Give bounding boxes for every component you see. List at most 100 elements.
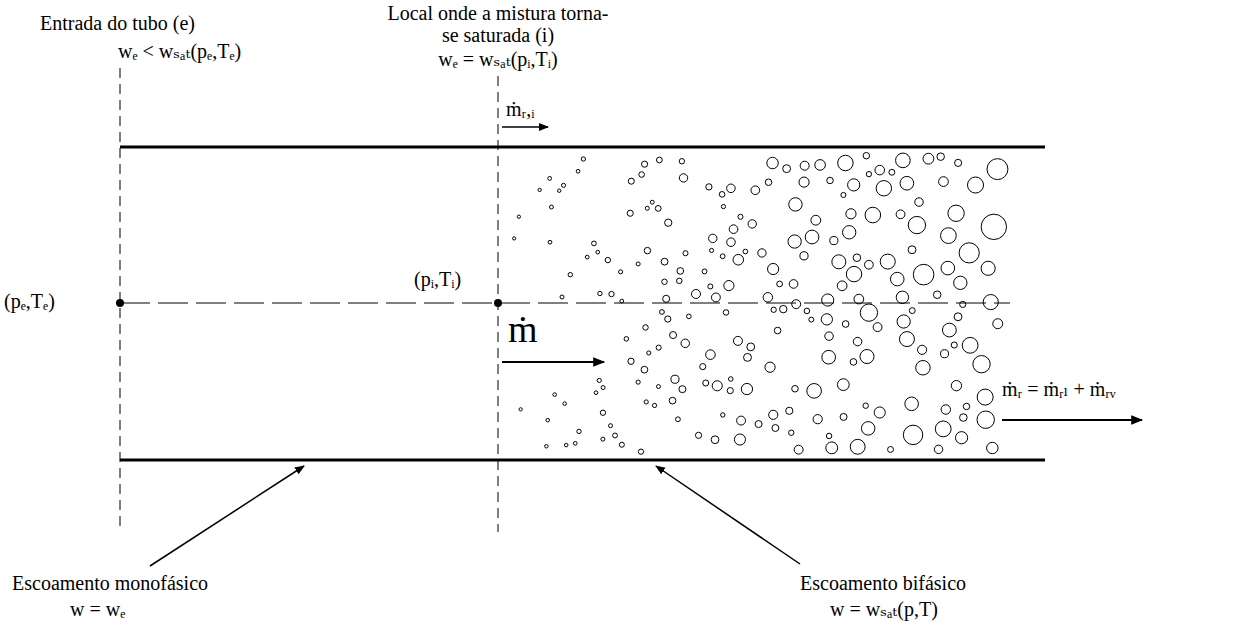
bubble bbox=[771, 307, 776, 312]
bubble bbox=[763, 293, 772, 302]
bubble bbox=[729, 225, 738, 234]
bubble bbox=[765, 362, 775, 372]
bubble bbox=[843, 226, 856, 239]
bubble bbox=[628, 178, 634, 184]
bubble bbox=[772, 425, 779, 432]
bubble bbox=[619, 442, 624, 447]
bubble bbox=[596, 250, 600, 254]
bubble bbox=[679, 159, 684, 164]
bubble bbox=[613, 433, 618, 438]
label: w = wₑ bbox=[70, 598, 125, 620]
bubble bbox=[691, 289, 700, 298]
bubble bbox=[826, 433, 831, 438]
bubble bbox=[841, 192, 846, 197]
bubble bbox=[854, 294, 864, 304]
pipe-wall bbox=[120, 459, 1045, 462]
bubble bbox=[850, 439, 865, 454]
bubble bbox=[720, 254, 725, 259]
bubble bbox=[786, 407, 793, 414]
bubble bbox=[900, 176, 914, 190]
bubble bbox=[558, 189, 561, 192]
bubble bbox=[811, 215, 821, 225]
bubble bbox=[643, 325, 648, 330]
bubble bbox=[853, 337, 862, 346]
bubble bbox=[788, 235, 801, 248]
bubble bbox=[789, 280, 798, 289]
bubble bbox=[825, 332, 834, 341]
bubble bbox=[783, 165, 791, 173]
bubble bbox=[804, 308, 810, 314]
bubble bbox=[983, 295, 998, 310]
bubble bbox=[822, 294, 834, 306]
bubble bbox=[935, 421, 951, 437]
bubble bbox=[908, 246, 916, 254]
label: (pᵢ,Tᵢ) bbox=[414, 268, 461, 290]
bubble bbox=[677, 268, 684, 275]
bubble bbox=[800, 161, 809, 170]
bubble bbox=[769, 410, 778, 419]
bubble bbox=[703, 380, 709, 386]
bubble bbox=[719, 192, 725, 198]
bubble bbox=[636, 262, 640, 266]
bubble bbox=[955, 159, 962, 166]
bubble bbox=[641, 366, 648, 373]
bubble bbox=[842, 321, 849, 328]
bubble bbox=[768, 263, 779, 274]
pipe-wall bbox=[120, 146, 1045, 149]
bubble bbox=[789, 430, 794, 435]
bubble bbox=[822, 350, 836, 364]
bubble bbox=[837, 281, 847, 291]
bubble bbox=[838, 155, 853, 170]
bubble bbox=[937, 153, 945, 161]
bubble bbox=[830, 236, 838, 244]
bubble bbox=[799, 177, 809, 187]
bubble bbox=[948, 205, 964, 221]
bubble bbox=[987, 442, 998, 453]
bubble bbox=[727, 184, 736, 193]
bubble bbox=[639, 172, 645, 178]
bubble bbox=[727, 238, 736, 247]
bubble bbox=[951, 342, 957, 348]
bubble bbox=[594, 391, 598, 395]
bubble bbox=[641, 161, 647, 167]
bubble bbox=[561, 183, 565, 187]
bubble bbox=[568, 272, 572, 276]
bubble bbox=[959, 243, 979, 263]
bubble bbox=[940, 350, 948, 358]
bubble bbox=[826, 442, 838, 454]
center-line bbox=[120, 303, 1010, 304]
bubble bbox=[865, 260, 874, 269]
flow-arrow bbox=[1002, 419, 1142, 421]
bubble bbox=[861, 422, 874, 435]
label: Entrada do tubo (e) bbox=[40, 12, 195, 34]
bubble bbox=[700, 364, 706, 370]
bubble bbox=[977, 411, 994, 428]
bubble bbox=[545, 445, 548, 448]
bubble bbox=[993, 319, 1003, 329]
bubble bbox=[513, 237, 516, 240]
bubble bbox=[676, 417, 681, 422]
bubble bbox=[913, 264, 934, 285]
bubble bbox=[915, 198, 924, 207]
bubble bbox=[733, 336, 742, 345]
bubble bbox=[962, 337, 978, 353]
bubble bbox=[710, 248, 714, 252]
bubble bbox=[576, 169, 580, 173]
bubble bbox=[747, 343, 755, 351]
bubble bbox=[876, 181, 891, 196]
bubble bbox=[908, 216, 925, 233]
bubble bbox=[888, 447, 894, 453]
bubble bbox=[792, 385, 799, 392]
bubble bbox=[727, 388, 733, 394]
bubble bbox=[706, 184, 712, 190]
bubble bbox=[650, 200, 654, 204]
bubble bbox=[638, 449, 643, 454]
bubble bbox=[973, 356, 990, 373]
bubble bbox=[897, 315, 910, 328]
bubble bbox=[853, 254, 861, 262]
bubble bbox=[738, 214, 743, 219]
bubble bbox=[767, 157, 778, 168]
bubble bbox=[577, 429, 581, 433]
